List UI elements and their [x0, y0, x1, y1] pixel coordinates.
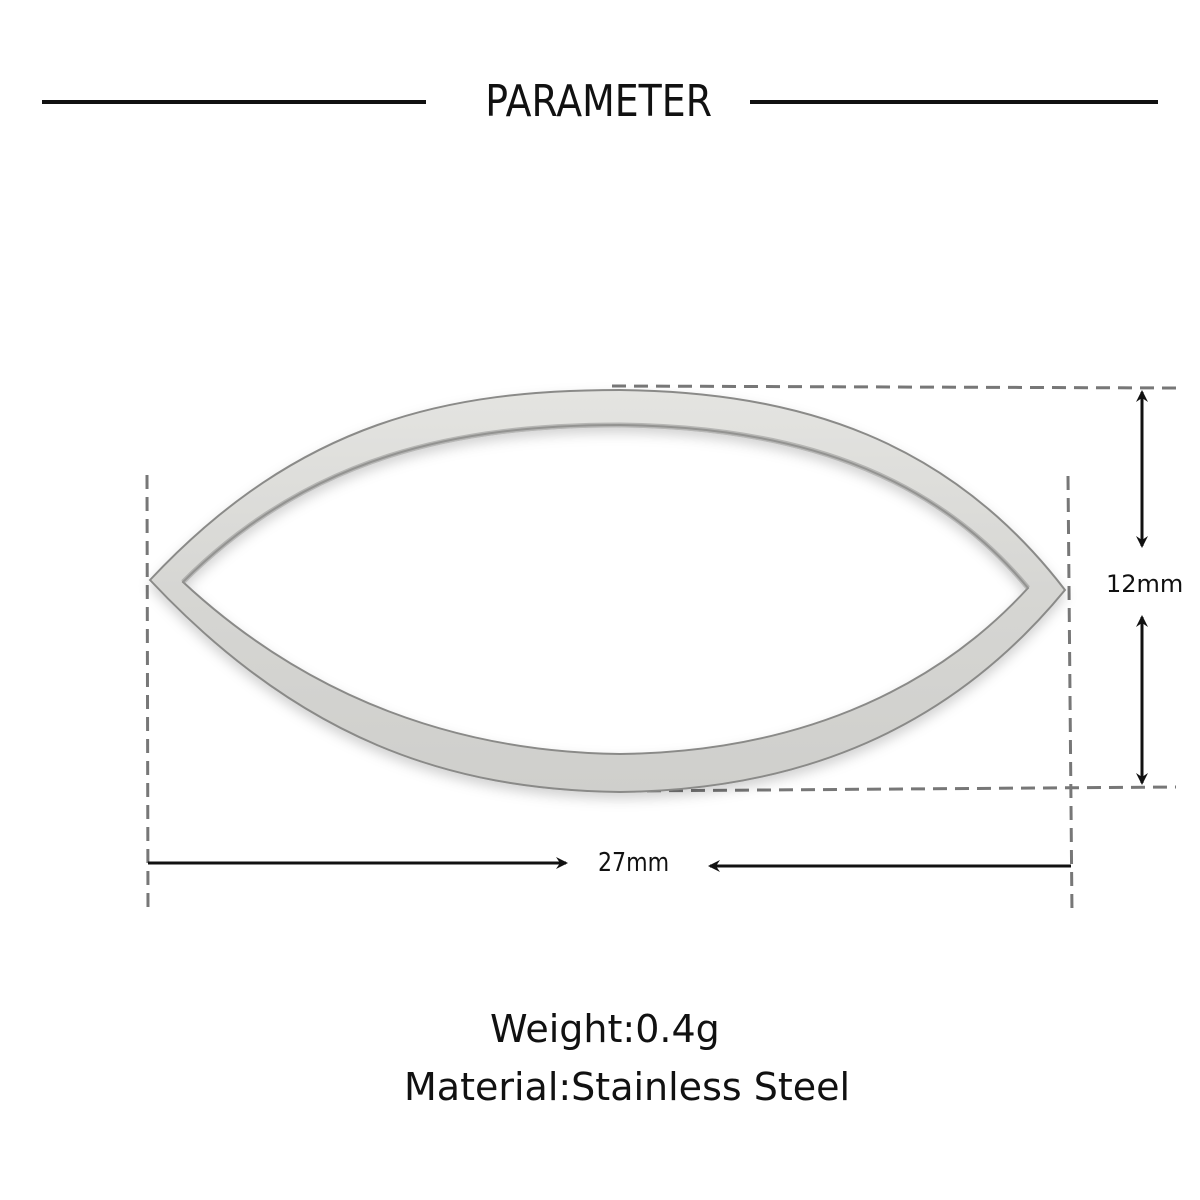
guide-lines: [145, 384, 1177, 915]
page-title: PARAMETER: [485, 76, 712, 127]
left-guide-line: [145, 474, 150, 913]
material-spec: Material:Stainless Steel: [404, 1065, 851, 1109]
title-rule-right: [750, 100, 1158, 104]
top-guide-line: [611, 384, 1177, 390]
title-rule-left: [42, 100, 426, 104]
width-dimension-label: 27mm: [598, 848, 670, 878]
marquise-frame-image: [148, 388, 1067, 794]
right-guide-line: [1066, 475, 1074, 915]
width-dimension-arrows: [148, 857, 1071, 872]
bottom-guide-line: [624, 785, 1177, 793]
height-dimension-label: 12mm: [1106, 570, 1184, 598]
weight-spec: Weight:0.4g: [490, 1007, 720, 1051]
